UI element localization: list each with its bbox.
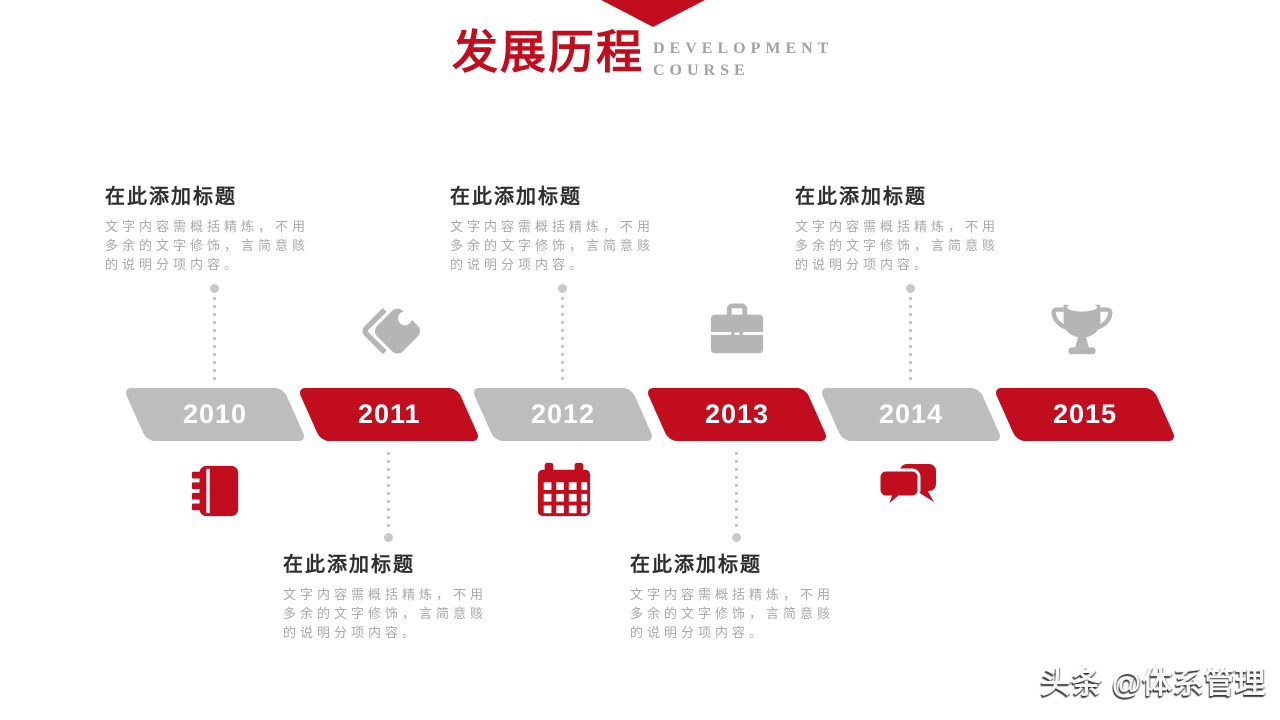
connector-dot: [558, 284, 567, 293]
milestone-body-line: 的说明分项内容。: [283, 625, 420, 640]
trophy-icon: [1051, 297, 1113, 361]
milestone-block-top-3: 在此添加标题 文字内容需概括精炼，不用 多余的文字修饰，言简意赅 的说明分项内容…: [795, 180, 1065, 274]
milestone-body-line: 文字内容需概括精炼，不用: [795, 219, 1000, 234]
milestone-title: 在此添加标题: [450, 186, 582, 208]
year-marker-2012: 2012: [471, 388, 655, 441]
tags-icon: [355, 296, 423, 364]
milestone-body-line: 多余的文字修饰，言简意赅: [795, 238, 1000, 253]
year-label: 2010: [182, 399, 248, 429]
milestone-body-line: 的说明分项内容。: [795, 257, 932, 272]
connector-dot: [210, 284, 219, 293]
connector-dot: [732, 533, 741, 542]
milestone-title: 在此添加标题: [630, 554, 762, 576]
connector-dot: [906, 284, 915, 293]
milestone-body-line: 文字内容需概括精炼，不用: [283, 587, 488, 602]
year-label: 2015: [1052, 399, 1118, 429]
connector-dot: [384, 533, 393, 542]
milestone-body-line: 文字内容需概括精炼，不用: [105, 219, 310, 234]
down-arrow-decoration: [601, 0, 705, 27]
watermark: 头条 @体系管理: [1040, 667, 1266, 700]
page-subtitle-line2: COURSE: [653, 62, 750, 79]
page-subtitle: DEVELOPMENT COURSE: [653, 38, 833, 82]
milestone-body-line: 多余的文字修饰，言简意赅: [283, 606, 488, 621]
year-label: 2014: [878, 399, 944, 429]
milestone-block-top-1: 在此添加标题 文字内容需概括精炼，不用 多余的文字修饰，言简意赅 的说明分项内容…: [105, 180, 375, 274]
milestone-body-line: 文字内容需概括精炼，不用: [450, 219, 655, 234]
year-marker-2011: 2011: [297, 388, 481, 441]
page-title: 发展历程: [452, 26, 644, 78]
milestone-body-line: 的说明分项内容。: [630, 625, 767, 640]
year-marker-2015: 2015: [993, 388, 1177, 441]
milestone-body-line: 多余的文字修饰，言简意赅: [450, 238, 655, 253]
page-subtitle-line1: DEVELOPMENT: [653, 40, 834, 57]
connector-line: [909, 297, 912, 385]
connector-line: [561, 297, 564, 385]
year-marker-2013: 2013: [645, 388, 829, 441]
milestone-block-top-2: 在此添加标题 文字内容需概括精炼，不用 多余的文字修饰，言简意赅 的说明分项内容…: [450, 180, 720, 274]
year-marker-2014: 2014: [819, 388, 1003, 441]
milestone-block-bottom-1: 在此添加标题 文字内容需概括精炼，不用 多余的文字修饰，言简意赅 的说明分项内容…: [283, 548, 553, 642]
milestone-title: 在此添加标题: [105, 186, 237, 208]
calendar-icon: [535, 461, 593, 519]
year-marker-2010: 2010: [123, 388, 307, 441]
chat-bubbles-icon: [874, 462, 940, 518]
milestone-title: 在此添加标题: [283, 554, 415, 576]
briefcase-icon: [706, 302, 768, 360]
year-label: 2013: [704, 399, 770, 429]
milestone-body-line: 的说明分项内容。: [450, 257, 587, 272]
milestone-body-line: 多余的文字修饰，言简意赅: [630, 606, 835, 621]
milestone-block-bottom-2: 在此添加标题 文字内容需概括精炼，不用 多余的文字修饰，言简意赅 的说明分项内容…: [630, 548, 900, 642]
milestone-title: 在此添加标题: [795, 186, 927, 208]
year-label: 2012: [530, 399, 596, 429]
connector-line: [387, 452, 390, 532]
milestone-body-line: 文字内容需概括精炼，不用: [630, 587, 835, 602]
milestone-body-line: 的说明分项内容。: [105, 257, 242, 272]
notebook-icon: [188, 462, 242, 520]
year-label: 2011: [357, 399, 421, 429]
connector-line: [735, 452, 738, 532]
connector-line: [213, 297, 216, 385]
milestone-body-line: 多余的文字修饰，言简意赅: [105, 238, 310, 253]
